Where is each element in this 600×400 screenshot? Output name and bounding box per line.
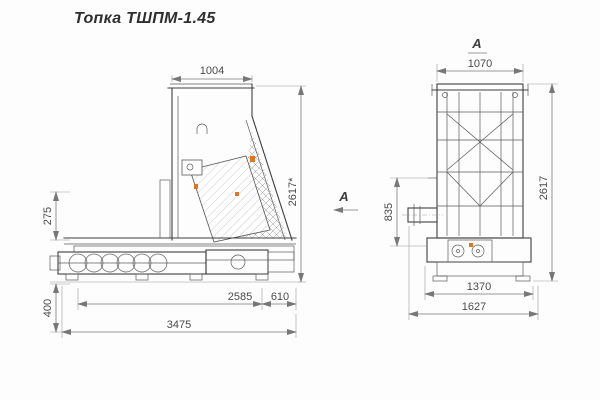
front-dim-top-width: 1070 [436,58,524,82]
side-dim-left-lower: 400 [42,283,70,333]
side-dim-overall-length-label: 3475 [167,319,191,331]
front-shaft [402,204,443,226]
front-view: А 1070 [383,36,558,320]
accent-mark [469,243,473,247]
side-dim-left-lower-label: 400 [42,299,54,317]
side-dim-bottom-main-label: 2585 [228,291,252,303]
front-body [428,83,529,239]
front-view-label: А [468,36,487,54]
bolt [512,92,518,98]
drive-housing [205,249,269,275]
front-dim-shaft-height-label: 835 [383,203,395,221]
feed-gate [181,159,203,176]
front-view-letter: А [471,36,481,51]
screw-feeder-base [49,237,300,283]
screw-front-housing [447,239,493,263]
side-dim-left-upper-label: 275 [42,207,54,225]
bolt [442,92,448,98]
side-dim-bottom-right-label: 610 [271,291,289,303]
front-dim-overall-height: 2617 [527,83,558,282]
front-base [426,237,532,282]
side-dim-top-width-label: 1004 [200,65,224,77]
inclined-grate [181,132,287,243]
view-direction-letter: А [338,189,348,204]
drawing-title: Топка ТШПМ-1.45 [74,10,216,27]
front-dim-overall-width-label: 1627 [462,301,486,313]
side-dim-bottom-main: 2585 [77,288,263,310]
side-dim-left-upper: 275 [42,191,70,241]
front-dim-overall-height-label: 2617 [538,176,550,200]
end-box [267,251,295,273]
front-dim-overall-width: 1627 [408,226,539,320]
shaft-bearing [49,255,61,271]
side-dim-overall-length: 3475 [61,286,297,338]
front-dim-bottom-inner: 1370 [424,266,534,300]
side-view: 1004 2617* 275 400 [42,65,358,338]
side-dim-top-width: 1004 [171,65,253,82]
hopper-detail-arc [196,123,208,134]
front-dim-top-width-label: 1070 [468,58,492,70]
accent-marks [194,156,255,196]
side-dim-bottom-right: 610 [261,288,297,310]
side-dim-overall-height-label: 2617* [287,177,299,206]
hopper-support [159,179,171,239]
side-dim-overall-height: 2617* [256,85,306,283]
side-view-direction-arrow: А [333,189,358,213]
front-dim-bottom-inner-label: 1370 [467,281,491,293]
front-dim-shaft-height: 835 [383,177,434,247]
